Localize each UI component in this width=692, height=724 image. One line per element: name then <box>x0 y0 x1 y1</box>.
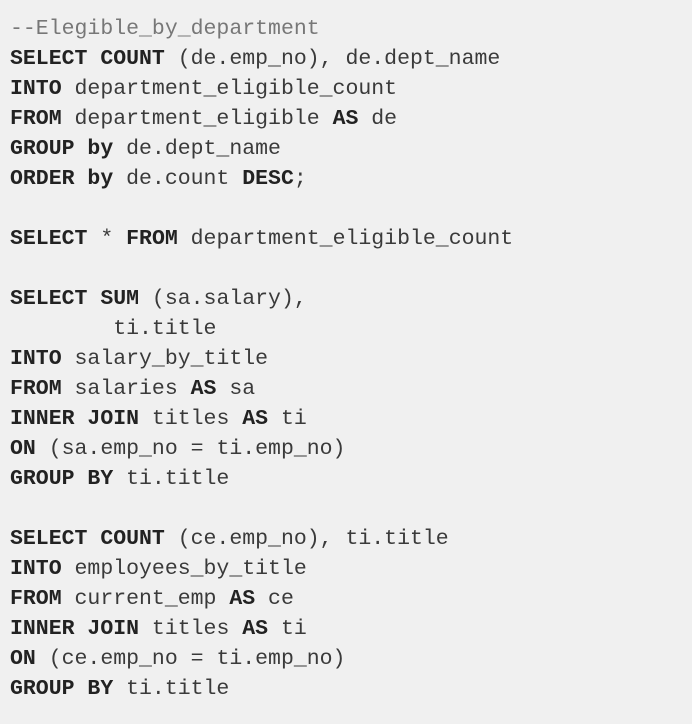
sql-keyword: FROM <box>126 227 178 251</box>
sql-text: salaries <box>61 377 191 401</box>
sql-text: employees_by_title <box>61 557 307 581</box>
sql-keyword: AS <box>229 587 256 611</box>
sql-text: titles <box>139 617 243 641</box>
sql-keyword: AS <box>242 617 269 641</box>
sql-text: de.count <box>113 167 243 191</box>
sql-keyword: SELECT <box>10 227 88 251</box>
blank-line <box>10 194 692 224</box>
code-line: ON (ce.emp_no = ti.emp_no) <box>10 644 692 674</box>
sql-keyword: ON <box>10 647 36 671</box>
sql-text: ti <box>268 407 307 431</box>
code-line: FROM department_eligible AS de <box>10 104 692 134</box>
sql-text: salary_by_title <box>61 347 269 371</box>
sql-keyword: INTO <box>10 347 62 371</box>
blank-line <box>10 254 692 284</box>
sql-text: current_emp <box>61 587 230 611</box>
sql-keyword: FROM <box>10 587 62 611</box>
sql-keyword: DESC <box>242 167 294 191</box>
sql-text: (sa.emp_no = ti.emp_no) <box>35 437 346 461</box>
sql-text: department_eligible_count <box>61 77 398 101</box>
sql-text: ce <box>255 587 294 611</box>
code-line: INTO department_eligible_count <box>10 74 692 104</box>
sql-text: sa <box>216 377 256 401</box>
blank-line <box>10 494 692 524</box>
sql-text: ti <box>268 617 307 641</box>
code-line: ON (sa.emp_no = ti.emp_no) <box>10 434 692 464</box>
sql-text: (sa.salary), <box>139 287 307 311</box>
sql-keyword: GROUP BY <box>10 677 114 701</box>
sql-keyword: INTO <box>10 77 62 101</box>
sql-text: (ce.emp_no = ti.emp_no) <box>35 647 346 671</box>
code-line: FROM current_emp AS ce <box>10 584 692 614</box>
code-line: ti.title <box>10 314 692 344</box>
code-line: INTO employees_by_title <box>10 554 692 584</box>
sql-text: titles <box>139 407 243 431</box>
sql-keyword: FROM <box>10 107 62 131</box>
code-line: SELECT * FROM department_eligible_count <box>10 224 692 254</box>
sql-comment: --Elegible_by_department <box>10 17 320 41</box>
code-line: ORDER by de.count DESC; <box>10 164 692 194</box>
sql-keyword: AS <box>332 107 359 131</box>
code-line: SELECT COUNT (de.emp_no), de.dept_name <box>10 44 692 74</box>
sql-text: department_eligible <box>61 107 333 131</box>
code-line: GROUP BY ti.title <box>10 464 692 494</box>
sql-keyword: FROM <box>10 377 62 401</box>
sql-text: (de.emp_no), de.dept_name <box>164 47 501 71</box>
code-line: INTO salary_by_title <box>10 344 692 374</box>
code-line: INNER JOIN titles AS ti <box>10 614 692 644</box>
sql-keyword: INNER JOIN <box>10 617 140 641</box>
sql-text: (ce.emp_no), ti.title <box>164 527 449 551</box>
code-line: GROUP BY ti.title <box>10 674 692 704</box>
sql-keyword: ORDER by <box>10 167 114 191</box>
sql-text: ti.title <box>113 677 230 701</box>
sql-keyword: SELECT SUM <box>10 287 140 311</box>
sql-keyword: ON <box>10 437 36 461</box>
sql-keyword: INTO <box>10 557 62 581</box>
sql-text: ti.title <box>113 467 230 491</box>
sql-keyword: SELECT COUNT <box>10 47 165 71</box>
sql-keyword: GROUP by <box>10 137 114 161</box>
sql-text: ; <box>293 167 307 191</box>
sql-keyword: INNER JOIN <box>10 407 140 431</box>
sql-keyword: SELECT COUNT <box>10 527 165 551</box>
code-line: INNER JOIN titles AS ti <box>10 404 692 434</box>
sql-text: department_eligible_count <box>177 227 514 251</box>
code-line: SELECT COUNT (ce.emp_no), ti.title <box>10 524 692 554</box>
code-line: FROM salaries AS sa <box>10 374 692 404</box>
sql-text: * <box>87 227 127 251</box>
sql-text: ti.title <box>10 317 217 341</box>
code-line: SELECT SUM (sa.salary), <box>10 284 692 314</box>
sql-keyword: GROUP BY <box>10 467 114 491</box>
sql-text: de.dept_name <box>113 137 281 161</box>
sql-keyword: AS <box>242 407 269 431</box>
sql-text: de <box>358 107 398 131</box>
sql-keyword: AS <box>190 377 217 401</box>
code-line: GROUP by de.dept_name <box>10 134 692 164</box>
code-line: --Elegible_by_department <box>10 14 692 44</box>
